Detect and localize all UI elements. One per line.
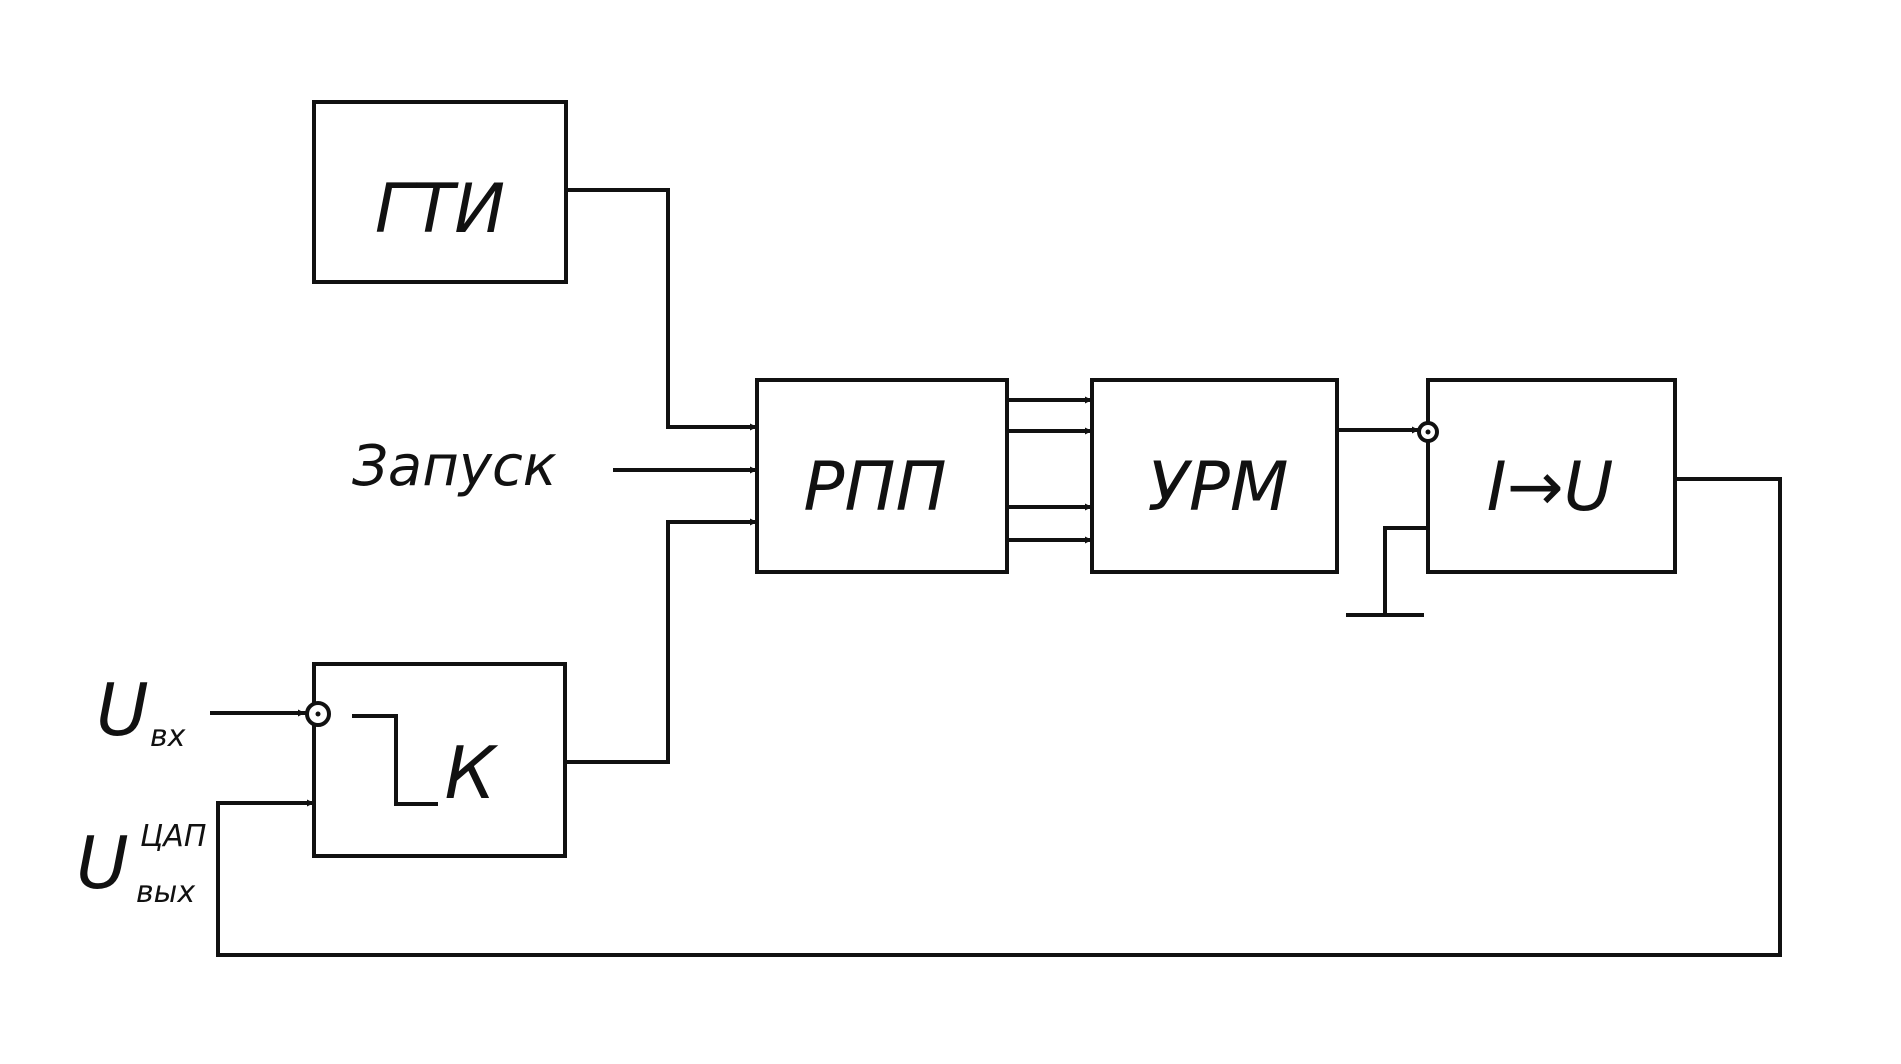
label-zapusk: Запуск xyxy=(352,434,557,499)
block-gti: ГТИ xyxy=(312,100,568,284)
wire-k-to-rpp xyxy=(563,518,759,764)
block-current-to-voltage: I→U xyxy=(1426,378,1677,574)
block-rpp-label: РПП xyxy=(803,448,946,527)
label-u-out-sub: вых xyxy=(136,875,195,910)
label-u-in-sub: вх xyxy=(150,719,186,754)
label-u-out-sup: ЦАП xyxy=(140,819,206,854)
block-urm: УРМ xyxy=(1090,378,1339,574)
block-comparator: К xyxy=(312,662,567,858)
block-iu-label: I→U xyxy=(1487,448,1614,527)
block-rpp: РПП xyxy=(755,378,1009,574)
label-u-in: U xyxy=(96,668,149,752)
block-k-label: К xyxy=(444,731,498,815)
wire-iu-to-ground xyxy=(1383,526,1430,617)
block-gti-label: ГТИ xyxy=(375,170,505,249)
label-u-out: U xyxy=(76,821,129,905)
block-urm-label: УРМ xyxy=(1147,448,1288,527)
wire-feedback-loop xyxy=(216,477,1782,957)
comparator-step-symbol xyxy=(352,714,438,806)
wire-gti-to-rpp xyxy=(564,188,759,431)
